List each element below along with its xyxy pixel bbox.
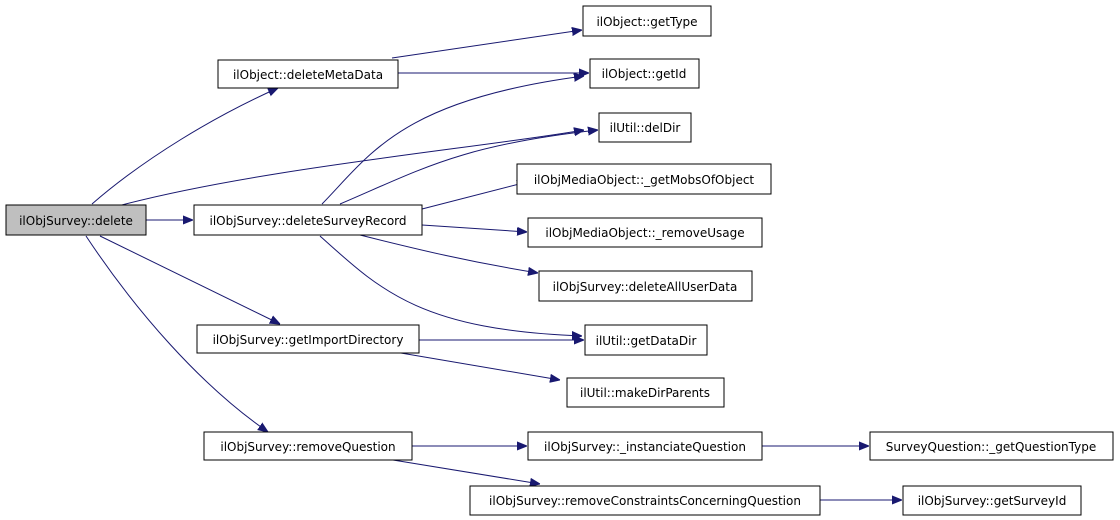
edge-deletesurveyrecord-deletealluserdata: [359, 234, 538, 273]
node-ilobjsurvey-deletesurveyrecord[interactable]: ilObjSurvey::deleteSurveyRecord: [193, 204, 423, 236]
node-label: ilUtil::makeDirParents: [580, 386, 710, 400]
node-ilobjmediaobject-getmobsofobject[interactable]: ilObjMediaObject::_getMobsOfObject: [516, 163, 772, 195]
node-label: ilObject::getId: [602, 67, 687, 81]
node-ilobjsurvey-delete[interactable]: ilObjSurvey::delete: [5, 204, 147, 236]
node-ilobjsurvey-removeconstraintsconcerningquestion[interactable]: ilObjSurvey::removeConstraintsConcerning…: [469, 485, 821, 516]
node-ilobject-gettype[interactable]: ilObject::getType: [582, 5, 712, 37]
node-label: ilUtil::getDataDir: [596, 334, 697, 348]
edge-deletesurveyrecord-deldir: [339, 130, 598, 205]
edges: [85, 30, 902, 500]
node-ilobjsurvey-removequestion[interactable]: ilObjSurvey::removeQuestion: [203, 431, 413, 461]
edge-deletemetadata-gettype: [391, 30, 582, 59]
edge-deletesurveyrecord-getdatadir: [319, 235, 582, 336]
edge-deletesurveyrecord-getmobsofobject: [421, 182, 527, 210]
node-ilobjsurvey-getsurveyid[interactable]: ilObjSurvey::getSurveyId: [902, 485, 1082, 516]
edge-removequestion-removeconstraints: [392, 459, 540, 484]
node-label: ilObjSurvey::removeConstraintsConcerning…: [489, 494, 801, 508]
edge-delete-deldir: [117, 130, 584, 207]
node-label: ilObjMediaObject::_getMobsOfObject: [534, 173, 755, 187]
edge-deletesurveyrecord-getid: [321, 76, 584, 205]
node-ilobjsurvey-instanciatequestion[interactable]: ilObjSurvey::_instanciateQuestion: [527, 431, 763, 461]
edge-delete-removequestion: [85, 235, 268, 432]
node-ilutil-getdatadir[interactable]: ilUtil::getDataDir: [584, 324, 708, 356]
node-label: ilObject::deleteMetaData: [233, 68, 383, 82]
node-ilobject-getid[interactable]: ilObject::getId: [589, 58, 700, 89]
node-surveyquestion-getquestiontype[interactable]: SurveyQuestion::_getQuestionType: [869, 431, 1114, 461]
edge-delete-deletemetadata: [91, 88, 278, 205]
edge-delete-getimportdirectory: [99, 235, 280, 324]
node-label: ilObjSurvey::deleteAllUserData: [553, 280, 738, 294]
node-ilobjsurvey-deletealluserdata[interactable]: ilObjSurvey::deleteAllUserData: [538, 270, 753, 302]
node-ilobject-deletemetadata[interactable]: ilObject::deleteMetaData: [217, 59, 399, 89]
node-label: ilObjSurvey::getSurveyId: [918, 494, 1067, 508]
node-label: ilObjSurvey::deleteSurveyRecord: [209, 214, 406, 228]
node-label: ilUtil::delDir: [610, 121, 681, 135]
node-ilutil-deldir[interactable]: ilUtil::delDir: [598, 112, 692, 143]
node-ilobjsurvey-getimportdirectory[interactable]: ilObjSurvey::getImportDirectory: [196, 324, 420, 354]
node-label: ilObjSurvey::getImportDirectory: [213, 333, 404, 347]
node-label: ilObjMediaObject::_removeUsage: [545, 226, 744, 240]
edge-getimportdirectory-makedirparents: [394, 351, 560, 380]
node-label: ilObjSurvey::removeQuestion: [220, 440, 395, 454]
node-label: ilObjSurvey::_instanciateQuestion: [544, 440, 746, 454]
node-label: ilObject::getType: [596, 15, 697, 29]
edge-deletesurveyrecord-removeusage: [421, 224, 527, 232]
node-label: ilObjSurvey::delete: [19, 214, 133, 228]
node-label: SurveyQuestion::_getQuestionType: [886, 440, 1096, 454]
node-ilutil-makedirparents[interactable]: ilUtil::makeDirParents: [566, 377, 725, 408]
node-ilobjmediaobject-removeusage[interactable]: ilObjMediaObject::_removeUsage: [527, 217, 763, 248]
